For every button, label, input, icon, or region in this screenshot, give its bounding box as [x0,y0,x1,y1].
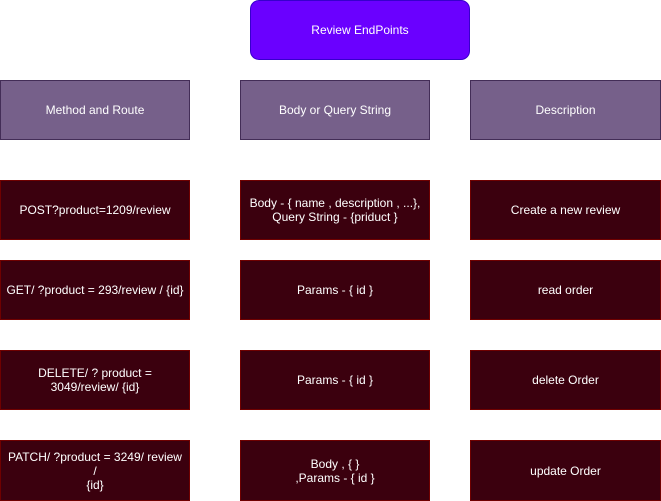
diagram-title: Review EndPoints [250,0,470,60]
header-body-query: Body or Query String [240,80,430,140]
body-cell-post: Body - { name , description , ...}, Quer… [240,180,430,240]
route-cell-get: GET/ ?product = 293/review / {id} [0,260,190,320]
description-cell-post: Create a new review [470,180,661,240]
header-description: Description [470,80,661,140]
description-cell-get: read order [470,260,661,320]
header-method-route: Method and Route [0,80,190,140]
body-cell-get: Params - { id } [240,260,430,320]
body-cell-delete: Params - { id } [240,350,430,410]
body-cell-patch: Body , { } ,Params - { id } [240,440,430,501]
route-cell-post: POST?product=1209/review [0,180,190,240]
description-cell-delete: delete Order [470,350,661,410]
route-cell-patch: PATCH/ ?product = 3249/ review / {id} [0,440,190,501]
description-cell-patch: update Order [470,440,661,501]
route-cell-delete: DELETE/ ? product = 3049/review/ {id} [0,350,190,410]
